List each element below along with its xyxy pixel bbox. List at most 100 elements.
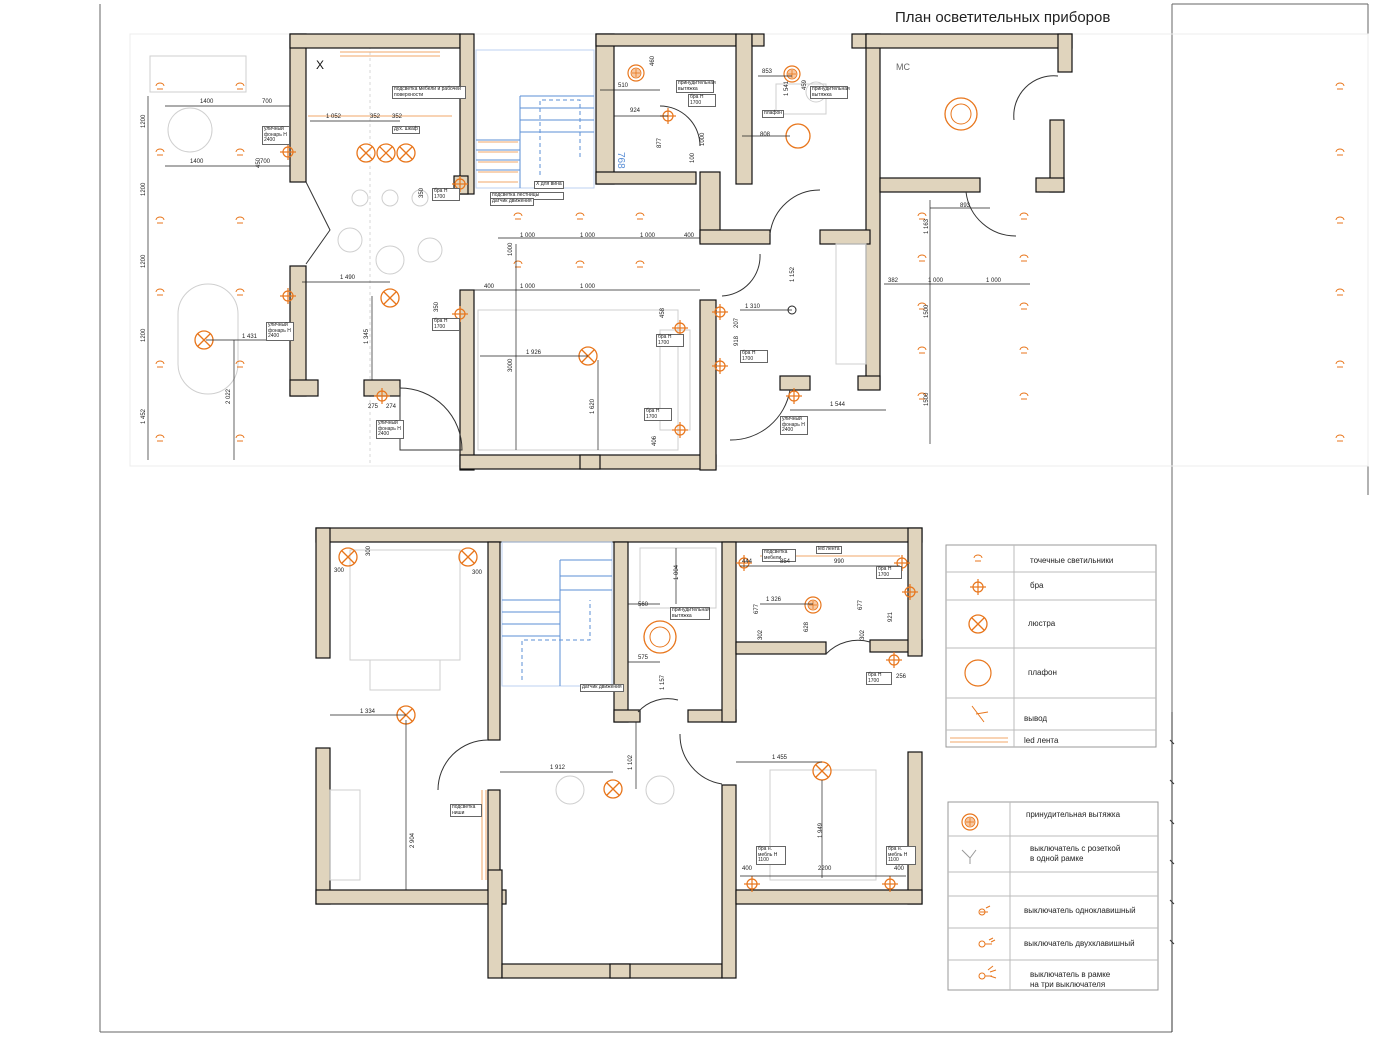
- dim-d700a: 700: [262, 99, 273, 105]
- dim-d1912: 1 912: [550, 765, 566, 771]
- legend-label-outlet: вывод: [1024, 714, 1048, 723]
- dim-d1326: 1 326: [766, 597, 782, 603]
- first-floor-plan: [315, 527, 923, 979]
- note-outdoor_2400_a: уличный фонарь Н 2400: [262, 126, 290, 145]
- chandelier-icon: [380, 288, 400, 308]
- dim-d924: 924: [630, 108, 641, 114]
- dim-d1004: 1 004: [674, 564, 680, 580]
- dim-d1200d: 1200: [141, 328, 147, 342]
- ground-staircase: [475, 49, 595, 189]
- dim-d1000d: 1 000: [520, 284, 536, 290]
- switch-double-icon: [978, 940, 986, 948]
- ceiling-lamp-icon: [944, 97, 978, 131]
- dim-d300c: 300: [366, 545, 372, 556]
- note-sconce_h1100_a: бра н. мебль Н 1100: [756, 846, 786, 865]
- dim-d350b: 350: [434, 301, 440, 312]
- dim-d1152: 1 152: [790, 266, 796, 282]
- note-ceiling_lamp: плафон: [762, 110, 785, 118]
- switch-socket-icon: [961, 849, 977, 864]
- switch-single-icon: [980, 905, 991, 913]
- ground-furniture: [337, 81, 867, 451]
- dim-d677b: 677: [858, 599, 864, 610]
- note-led_tape: led лента: [816, 546, 842, 554]
- dim-d352b: 352: [392, 114, 403, 120]
- note-sconce_h1700_f: бра Н 1700: [740, 350, 768, 363]
- chandelier-icon: [603, 779, 623, 799]
- first-dimension-lines: [330, 548, 906, 890]
- dim-d350a: 350: [419, 187, 425, 198]
- dim-d1000h: 1 000: [986, 278, 1002, 284]
- dim-d460: 460: [650, 55, 656, 66]
- dim-d1200a: 1200: [141, 114, 147, 128]
- dim-d1431: 1 431: [242, 334, 258, 340]
- ground-fixtures: [194, 64, 978, 654]
- dim-d302b: 302: [860, 629, 866, 640]
- dim-d459: 459: [802, 79, 808, 90]
- dim-d1052: 1 052: [326, 114, 342, 120]
- dim-d450: 450: [256, 157, 262, 168]
- dim-d1500b: 1500: [924, 392, 930, 406]
- legend-label-switch-single: выключатель одноклавишный: [1024, 906, 1136, 915]
- dim-d400a: 400: [684, 233, 695, 239]
- note-sconce_h1700_e: бра Н 1700: [644, 408, 672, 421]
- switch-triple-icon: [978, 972, 986, 980]
- dim-d3000: 3000: [508, 358, 514, 372]
- chandelier-icon: [396, 143, 416, 163]
- chandelier-icon: [968, 614, 988, 634]
- stair-number: 768: [615, 152, 626, 169]
- dim-d1000e: 1 000: [580, 284, 596, 290]
- first-doors: [437, 639, 871, 791]
- ceiling-lamp-icon: [643, 620, 677, 654]
- dim-d1345: 1 345: [364, 328, 370, 344]
- dim-d2200: 2200: [818, 866, 832, 872]
- dim-d1541: 1 541: [784, 80, 790, 96]
- sconce-icon: [671, 421, 689, 439]
- note-sconce_h1100_b: бра н. мебль Н 1100: [886, 846, 916, 865]
- exhaust-fan-icon: [627, 64, 645, 82]
- dim-d853: 853: [762, 69, 773, 75]
- stair-led-strips: [478, 141, 518, 183]
- exhaust-fan-icon: [783, 65, 801, 83]
- dim-d275: 275: [368, 404, 379, 410]
- dim-d400b: 400: [484, 284, 495, 290]
- dim-d877: 877: [657, 137, 663, 148]
- legend-label-switch-triple: выключатель в рамке на три выключателя: [1030, 970, 1111, 989]
- dim-d1310: 1 310: [745, 304, 761, 310]
- chandelier-icon: [458, 547, 478, 567]
- room-mark-x: X: [316, 58, 325, 72]
- dim-d575: 575: [638, 655, 649, 661]
- sconce-icon: [969, 578, 987, 596]
- dim-d1400b: 1400: [190, 159, 204, 165]
- dim-d406: 406: [652, 435, 658, 446]
- dim-d918: 918: [734, 335, 740, 346]
- legend-label-sconce: бра: [1030, 581, 1044, 590]
- dim-d628: 628: [804, 621, 810, 632]
- legend-label-plafon: плафон: [1028, 668, 1057, 677]
- terrace-outline: [129, 33, 371, 467]
- note-mirror_led: подсветка мебели: [762, 549, 796, 562]
- legend-label-spot: точечные светильники: [1030, 556, 1114, 565]
- dim-d100: 100: [690, 152, 696, 163]
- dim-d274: 274: [386, 404, 397, 410]
- dim-d1500a: 1500: [924, 304, 930, 318]
- note-window_x: Х для вина: [534, 181, 564, 189]
- dim-d300a: 300: [334, 568, 345, 574]
- dim-d2904: 2 904: [410, 832, 416, 848]
- first-furniture: [329, 547, 877, 881]
- outlet-wire-icon: [971, 705, 989, 723]
- dim-d1157: 1 157: [660, 674, 666, 690]
- dim-d677a: 677: [754, 603, 760, 614]
- spot-icon: [973, 554, 983, 562]
- dim-d458: 458: [660, 307, 666, 318]
- chandelier-icon: [338, 547, 358, 567]
- note-exhaust_b: принудительная вытяжка: [810, 86, 850, 99]
- dim-d400b: 400: [894, 866, 905, 872]
- sheet-title: План осветительных приборов: [895, 9, 1111, 26]
- exhaust-fan-icon: [804, 596, 822, 614]
- dim-d990: 990: [834, 559, 845, 565]
- terrace-sofa: [149, 55, 247, 93]
- dim-d1102: 1 102: [628, 754, 634, 770]
- note-sensor: датчик движения: [580, 684, 624, 692]
- dim-d352a: 352: [370, 114, 381, 120]
- note-hood: дух. шкаф: [392, 126, 420, 134]
